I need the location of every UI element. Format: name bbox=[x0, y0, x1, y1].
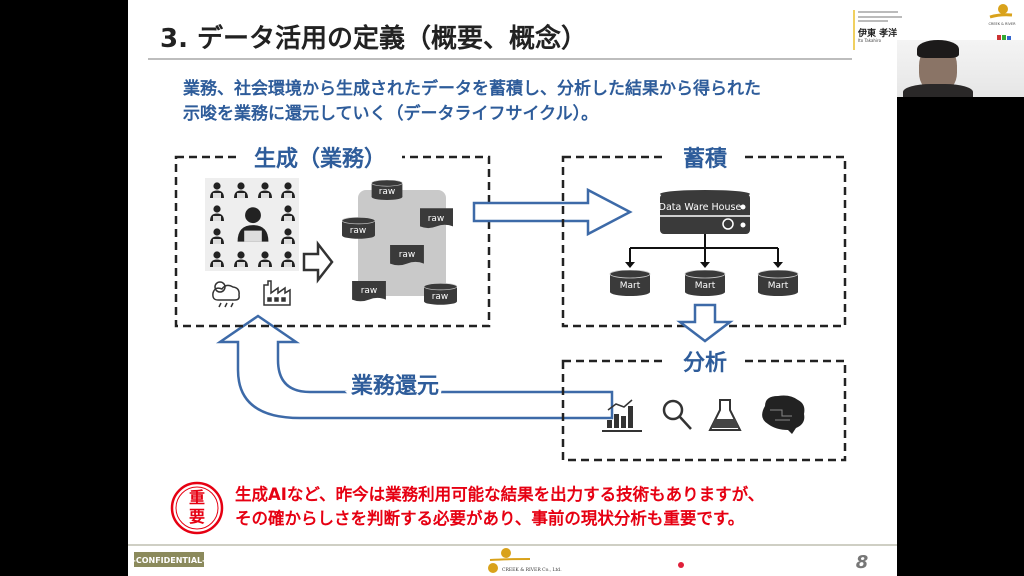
name-card-logo bbox=[998, 4, 1008, 14]
gear-icon bbox=[722, 218, 734, 230]
raw-label: raw bbox=[399, 250, 416, 260]
store-to-analyze-arrow bbox=[676, 303, 734, 343]
factory-icon bbox=[263, 280, 291, 306]
feedback-arrow bbox=[215, 314, 614, 420]
slide-title: 3. データ活用の定義（概要、概念） bbox=[160, 23, 587, 54]
mart-label: Mart bbox=[695, 281, 716, 291]
raw-data-items: raw raw raw raw raw raw bbox=[342, 180, 457, 305]
feedback-label: 業務還元 bbox=[351, 373, 439, 399]
ai-brain-icon bbox=[762, 395, 805, 434]
store-label: 蓄積 bbox=[683, 147, 728, 172]
subtitle-line-2: 示唆を業務に還元していく（データライフサイクル）。 bbox=[183, 103, 598, 124]
company-name: CREEK & RIVER Co., Ltd. bbox=[502, 567, 562, 573]
generate-section: 生成（業務） ra bbox=[174, 145, 491, 328]
name-card-logo-text: CREEK & RIVER bbox=[988, 22, 1016, 26]
presenter-name: 伊東 孝洋 bbox=[857, 27, 897, 39]
subtitle-line-1: 業務、社会環境から生成されたデータを蓄積し、分析した結果から得られた bbox=[183, 78, 761, 99]
presenter-webcam-video bbox=[897, 40, 1024, 97]
store-section: 蓄積 Data Ware House Mart Mart Mart bbox=[561, 145, 847, 328]
flask-icon bbox=[708, 399, 742, 431]
generate-label: 生成（業務） bbox=[254, 146, 386, 172]
magnifier-icon bbox=[662, 399, 692, 430]
data-warehouse-icon: Data Ware House bbox=[659, 190, 750, 234]
analyze-label: 分析 bbox=[683, 351, 727, 376]
company-logo: CREEK & RIVER Co., Ltd. bbox=[488, 548, 562, 573]
dwh-label: Data Ware House bbox=[659, 202, 742, 213]
raw-label: raw bbox=[350, 226, 367, 236]
important-line-1: 生成AIなど、昨今は業務利用可能な結果を出力する技術もありますが、 bbox=[235, 484, 764, 504]
confidential-label: -CONFIDENTIAL- bbox=[133, 556, 206, 565]
raw-data-pool bbox=[358, 190, 446, 296]
mart-label: Mart bbox=[620, 281, 641, 291]
analyze-section: 分析 bbox=[561, 348, 847, 462]
mart-label: Mart bbox=[768, 281, 789, 291]
dwh-to-mart-connectors bbox=[629, 234, 779, 262]
stamp-char-2: 要 bbox=[189, 507, 205, 526]
weather-icon bbox=[212, 281, 240, 308]
generate-to-store-arrow bbox=[472, 187, 633, 237]
page-number: 8 bbox=[856, 552, 869, 573]
presenter-name-romaji: Ito Takahiro bbox=[858, 38, 882, 43]
raw-label: raw bbox=[361, 286, 378, 296]
important-stamp: 重 要 bbox=[170, 481, 224, 535]
stamp-char-1: 重 bbox=[189, 488, 205, 507]
laser-pointer bbox=[678, 562, 684, 568]
confidential-badge bbox=[134, 552, 204, 567]
small-right-arrow bbox=[302, 240, 334, 284]
important-line-2: その確からしさを判断する必要があり、事前の現状分析も重要です。 bbox=[235, 508, 744, 528]
business-people-icons bbox=[205, 178, 299, 271]
raw-label: raw bbox=[432, 292, 449, 302]
raw-label: raw bbox=[379, 187, 396, 197]
bar-chart-icon bbox=[602, 399, 642, 432]
raw-label: raw bbox=[428, 214, 445, 224]
